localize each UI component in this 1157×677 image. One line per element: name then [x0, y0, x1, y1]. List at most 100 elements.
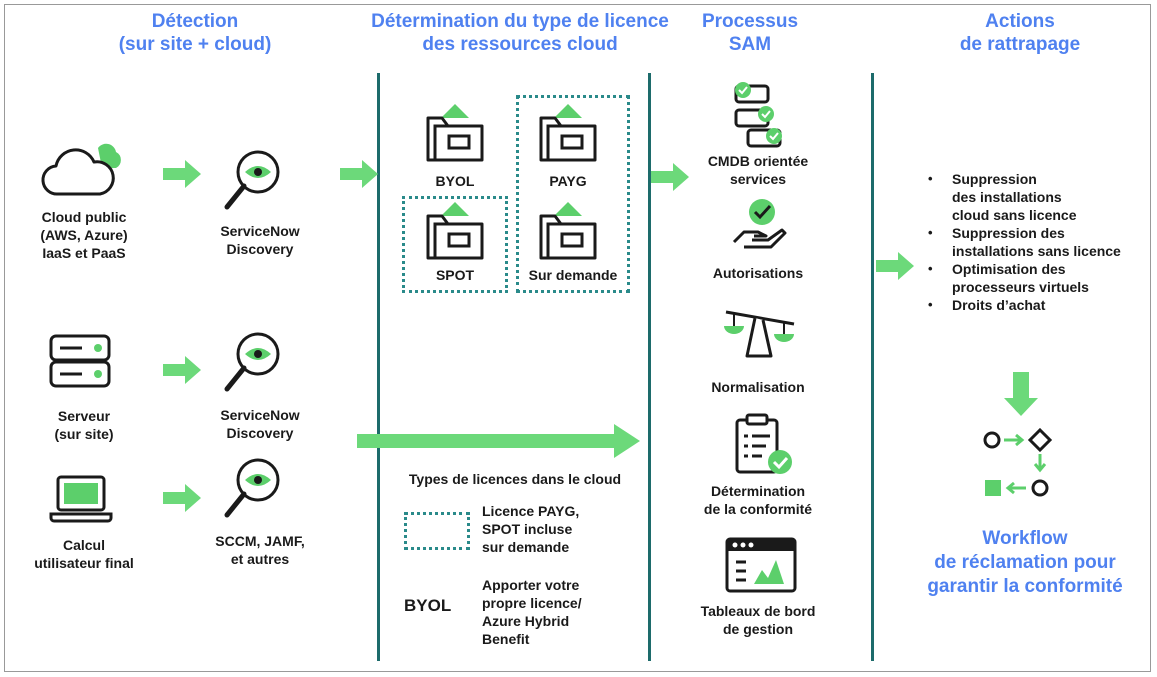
- licence-group-payg-ondemand: [516, 95, 630, 293]
- clipboard-check-icon: [735, 413, 792, 474]
- actions-item2-line1: Suppression des: [952, 225, 1065, 241]
- tool1-label: ServiceNow Discovery: [200, 222, 320, 258]
- dashboards-label: Tableaux de bord de gestion: [690, 602, 826, 638]
- divider-2: [648, 73, 651, 661]
- legend-dotted-swatch: [404, 512, 470, 550]
- actions-item2-line2: installations sans licence: [952, 243, 1121, 259]
- header-detection: Détection (sur site + cloud): [60, 10, 330, 56]
- header-licence-line2: des ressources cloud: [422, 34, 618, 55]
- arrow-right-icon: [651, 163, 689, 191]
- tool2-label-line1: ServiceNow: [220, 407, 300, 423]
- legend-byol-tag: BYOL: [404, 596, 452, 615]
- legend-byol-line3: Azure Hybrid: [482, 613, 570, 629]
- cmdb-label-line1: CMDB orientée: [707, 153, 809, 169]
- dashboards-label-line1: Tableaux de bord: [700, 603, 816, 619]
- header-actions: Actions de rattrapage: [920, 10, 1120, 56]
- actions-item1-line3: cloud sans licence: [952, 207, 1077, 223]
- divider-3: [871, 73, 874, 661]
- tool3-label-line1: SCCM, JAMF,: [215, 533, 305, 549]
- legend-dotted-text: Licence PAYG, SPOT incluse sur demande: [482, 502, 612, 556]
- cmdb-icon: [734, 82, 782, 148]
- header-licence: Détermination du type de licence des res…: [340, 10, 700, 56]
- tool2-label: ServiceNow Discovery: [200, 406, 320, 442]
- header-actions-line2: de rattrapage: [959, 34, 1081, 55]
- actions-list: Suppression des installations cloud sans…: [926, 170, 1146, 314]
- server-label: Serveur (sur site): [18, 407, 150, 443]
- header-sam: Processus SAM: [680, 10, 820, 56]
- cloud-label-line3: IaaS et PaaS: [42, 245, 126, 261]
- tool3-label: SCCM, JAMF, et autres: [200, 532, 320, 568]
- legend-byol-line1: Apporter votre: [482, 577, 580, 593]
- workflow-title-line1: Workflow: [982, 528, 1068, 549]
- folder-icon: [426, 202, 484, 260]
- arrow-down-icon: [1004, 372, 1038, 416]
- legend-title: Types de licences dans le cloud: [408, 471, 622, 487]
- header-sam-line2: SAM: [728, 34, 772, 55]
- arrow-right-icon: [163, 356, 201, 384]
- actions-item: Optimisation des processeurs virtuels: [926, 260, 1146, 296]
- enduser-label-line1: Calcul: [62, 537, 105, 553]
- folder-icon: [539, 202, 597, 260]
- licence-spot-label: SPOT: [435, 267, 475, 283]
- legend-byol-line4: Benefit: [482, 631, 530, 647]
- licence-payg-label: PAYG: [549, 173, 587, 189]
- enduser-label-line2: utilisateur final: [34, 555, 134, 571]
- magnifier-eye-icon: [224, 150, 280, 210]
- magnifier-eye-icon: [224, 332, 280, 392]
- actions-item: Suppression des installations sans licen…: [926, 224, 1146, 260]
- folder-icon: [539, 104, 597, 162]
- licence-group-spot: [402, 196, 508, 293]
- licence-byol-label: BYOL: [435, 173, 475, 189]
- tool1-label-line1: ServiceNow: [220, 223, 300, 239]
- folder-icon: [426, 104, 484, 162]
- actions-item4-line1: Droits d’achat: [952, 297, 1046, 313]
- workflow-title: Workflow de réclamation pour garantir la…: [900, 527, 1150, 599]
- server-icon: [49, 334, 111, 388]
- balance-scale-icon: [724, 310, 795, 358]
- actions-item3-line2: processeurs virtuels: [952, 279, 1089, 295]
- header-detection-line1: Détection: [151, 11, 239, 32]
- long-arrow-right-icon: [357, 424, 640, 458]
- arrow-right-icon: [340, 160, 378, 188]
- actions-item1-line2: des installations: [952, 189, 1062, 205]
- legend-dotted-line1: Licence PAYG,: [482, 503, 580, 519]
- header-sam-line1: Processus: [701, 11, 799, 32]
- laptop-icon: [49, 475, 113, 523]
- legend-dotted-line3: sur demande: [482, 539, 570, 555]
- header-licence-line1: Détermination du type de licence: [371, 11, 669, 32]
- legend-byol-text: Apporter votre propre licence/ Azure Hyb…: [482, 576, 622, 648]
- compliance-label-line1: Détermination: [710, 483, 806, 499]
- header-actions-line1: Actions: [985, 11, 1055, 32]
- normalization-label: Normalisation: [711, 379, 805, 395]
- arrow-right-icon: [163, 484, 201, 512]
- arrow-right-icon: [876, 252, 914, 280]
- actions-item: Suppression des installations cloud sans…: [926, 170, 1146, 224]
- divider-1: [377, 73, 380, 661]
- workflow-icon: [983, 428, 1053, 497]
- arrow-right-icon: [163, 160, 201, 188]
- cmdb-label-line2: services: [729, 171, 787, 187]
- dashboard-icon: [725, 537, 797, 593]
- workflow-title-line2: de réclamation pour: [934, 552, 1116, 573]
- magnifier-eye-icon: [224, 458, 280, 518]
- header-detection-line2: (sur site + cloud): [118, 34, 272, 55]
- entitlements-label: Autorisations: [712, 265, 804, 281]
- dashboards-label-line2: de gestion: [722, 621, 793, 637]
- tool2-label-line2: Discovery: [226, 425, 294, 441]
- cloud-label: Cloud public (AWS, Azure) IaaS et PaaS: [18, 208, 150, 262]
- actions-item1-line1: Suppression: [952, 171, 1037, 187]
- legend-byol-line2: propre licence/: [482, 595, 582, 611]
- tool1-label-line2: Discovery: [226, 241, 294, 257]
- server-label-line2: (sur site): [54, 426, 114, 442]
- tool3-label-line2: et autres: [230, 551, 290, 567]
- actions-item3-line1: Optimisation des: [952, 261, 1066, 277]
- cloud-label-line2: (AWS, Azure): [40, 227, 128, 243]
- legend-dotted-line2: SPOT incluse: [482, 521, 573, 537]
- workflow-title-line3: garantir la conformité: [927, 576, 1123, 597]
- enduser-label: Calcul utilisateur final: [12, 536, 156, 572]
- actions-item: Droits d’achat: [926, 296, 1146, 314]
- cloud-icon: [41, 143, 121, 196]
- cloud-label-line1: Cloud public: [41, 209, 127, 225]
- compliance-label: Détermination de la conformité: [690, 482, 826, 518]
- compliance-label-line2: de la conformité: [703, 501, 813, 517]
